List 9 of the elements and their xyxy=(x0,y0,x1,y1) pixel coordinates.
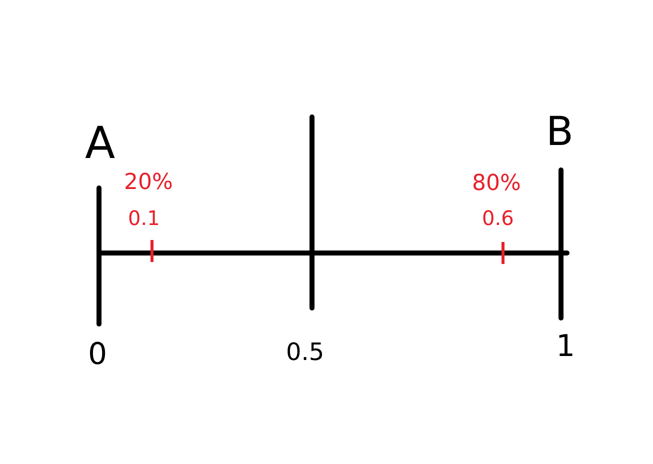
tick-label: 1 xyxy=(556,332,576,362)
point-label: B xyxy=(546,112,574,152)
tick-label: 0 xyxy=(88,340,108,370)
point-label: A xyxy=(85,122,116,166)
percent-label: 80% xyxy=(472,173,521,195)
percent-label: 20% xyxy=(124,172,173,194)
value-label: 0.6 xyxy=(482,208,514,228)
tick-label: 0.5 xyxy=(286,340,324,364)
value-label: 0.1 xyxy=(128,208,160,228)
